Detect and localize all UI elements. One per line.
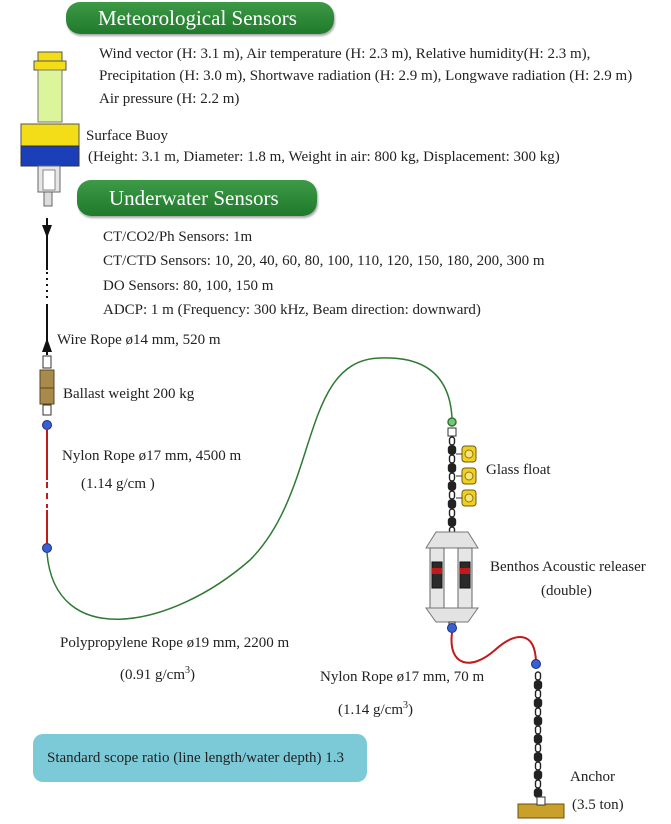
anchor-weight: (3.5 ton): [572, 797, 624, 813]
releaser-top-frame: [425, 531, 479, 549]
anchor-lug: [536, 796, 546, 806]
anchor-chain-link: [534, 671, 542, 681]
meteo-line-3: Air pressure (H: 2.2 m): [99, 91, 240, 107]
releaser-right-band: [460, 568, 470, 574]
float-chain-link: [447, 517, 457, 527]
anchor-chain-link: [534, 743, 542, 753]
pp-density-text: (0.91 g/cm: [120, 667, 185, 683]
releaser-sublabel: (double): [541, 583, 592, 599]
pp-density-exp: 3: [185, 665, 190, 676]
releaser-left-unit: [431, 561, 443, 589]
underwater-header: Underwater Sensors: [77, 180, 317, 216]
anchor-block: [517, 803, 565, 819]
nylon2-density-exp: 3: [403, 700, 408, 711]
nylon2-label: Nylon Rope ø17 mm, 70 m: [320, 669, 485, 685]
nylon-rope-4500: [42, 420, 52, 553]
ballast-shackle: [42, 404, 52, 416]
anchor-chain: [533, 671, 543, 798]
buoy-swivel: [43, 191, 53, 207]
glass-float-3-core: [464, 493, 474, 503]
float-chain-link: [448, 508, 456, 518]
ballast-label: Ballast weight 200 kg: [63, 386, 195, 402]
anchor-chain-link: [533, 680, 543, 690]
polypropylene-rope: [46, 357, 453, 620]
scope-ratio-box: Standard scope ratio (line length/water …: [33, 734, 367, 782]
nylon1-density: (1.14 g/cm ): [81, 476, 155, 492]
nylon2-density: (1.14 g/cm3): [338, 695, 413, 721]
wire-shackle: [42, 355, 52, 369]
anchor-chain-link: [534, 689, 542, 699]
underwater-line-1: CT/CO2/Ph Sensors: 1m: [103, 229, 253, 245]
nylon2-bottom-swivel: [531, 659, 541, 669]
underwater-line-2: CT/CTD Sensors: 10, 20, 40, 60, 80, 100,…: [103, 253, 545, 269]
float-chain: [447, 436, 457, 536]
wire-rope: [42, 218, 52, 369]
pp-density-close: ): [190, 667, 195, 683]
glass-float-2-core: [464, 471, 474, 481]
anchor-chain-link: [534, 707, 542, 717]
mast-tower: [37, 69, 63, 123]
float-chain-link: [447, 481, 457, 491]
mast-top-plate: [33, 60, 67, 71]
nylon1-bottom-swivel: [42, 543, 52, 553]
float-chain-link: [448, 472, 456, 482]
buoy-hull-blue: [20, 145, 80, 167]
float-chain-link: [448, 436, 456, 446]
float-chain-link: [447, 499, 457, 509]
float-shackle: [447, 427, 457, 437]
meteorological-header: Meteorological Sensors: [66, 2, 334, 34]
underwater-line-3: DO Sensors: 80, 100, 150 m: [103, 278, 274, 294]
ballast-body: [39, 369, 55, 405]
anchor-chain-link: [534, 725, 542, 735]
releaser-bottom-frame: [425, 607, 479, 623]
releaser-left-band: [432, 568, 442, 574]
anchor-chain-link: [533, 734, 543, 744]
underwater-line-4: ADCP: 1 m (Frequency: 300 kHz, Beam dire…: [103, 302, 481, 318]
buoy-title: Surface Buoy: [86, 128, 169, 144]
ballast-weight: [39, 369, 55, 416]
glass-floats: [456, 445, 477, 507]
anchor: [517, 796, 565, 819]
anchor-chain-link: [534, 761, 542, 771]
anchor-label: Anchor: [570, 769, 615, 785]
buoy-specs: (Height: 3.1 m, Diameter: 1.8 m, Weight …: [88, 149, 560, 165]
buoy-bridle-inner: [42, 169, 56, 191]
wire-arrow-down: [42, 225, 52, 238]
wire-rope-label: Wire Rope ø14 mm, 520 m: [57, 332, 221, 348]
releaser-right-unit: [459, 561, 471, 589]
anchor-chain-link: [533, 752, 543, 762]
glass-float-assembly: [447, 417, 477, 536]
anchor-chain-link: [533, 698, 543, 708]
nylon1-label: Nylon Rope ø17 mm, 4500 m: [62, 448, 242, 464]
anchor-chain-link: [533, 770, 543, 780]
float-chain-link: [447, 463, 457, 473]
nylon-rope-70: [447, 623, 541, 669]
float-chain-link: [448, 454, 456, 464]
glass-float-label: Glass float: [486, 462, 551, 478]
nylon2-density-text: (1.14 g/cm: [338, 702, 403, 718]
buoy-hull-yellow: [20, 123, 80, 147]
nylon2-density-close: ): [408, 702, 413, 718]
pp-rope-label: Polypropylene Rope ø19 mm, 2200 m: [60, 635, 290, 651]
pp-density: (0.91 g/cm3): [120, 660, 195, 686]
wire-arrow-up: [42, 338, 52, 352]
anchor-chain-link: [534, 779, 542, 789]
meteo-line-1: Wind vector (H: 3.1 m), Air temperature …: [99, 46, 591, 62]
acoustic-releaser: [425, 531, 479, 629]
nylon1-top-swivel: [42, 420, 52, 430]
float-chain-link: [448, 490, 456, 500]
meteo-line-2: Precipitation (H: 3.0 m), Shortwave radi…: [99, 68, 633, 84]
anchor-chain-link: [533, 716, 543, 726]
surface-buoy: [20, 51, 80, 207]
float-chain-link: [447, 445, 457, 455]
nylon2-line: [450, 632, 537, 664]
float-top-swivel: [447, 417, 457, 427]
releaser-label: Benthos Acoustic releaser: [490, 559, 646, 575]
nylon2-top-swivel: [447, 623, 457, 633]
anchor-chain-link: [533, 788, 543, 798]
glass-float-1-core: [464, 449, 474, 459]
